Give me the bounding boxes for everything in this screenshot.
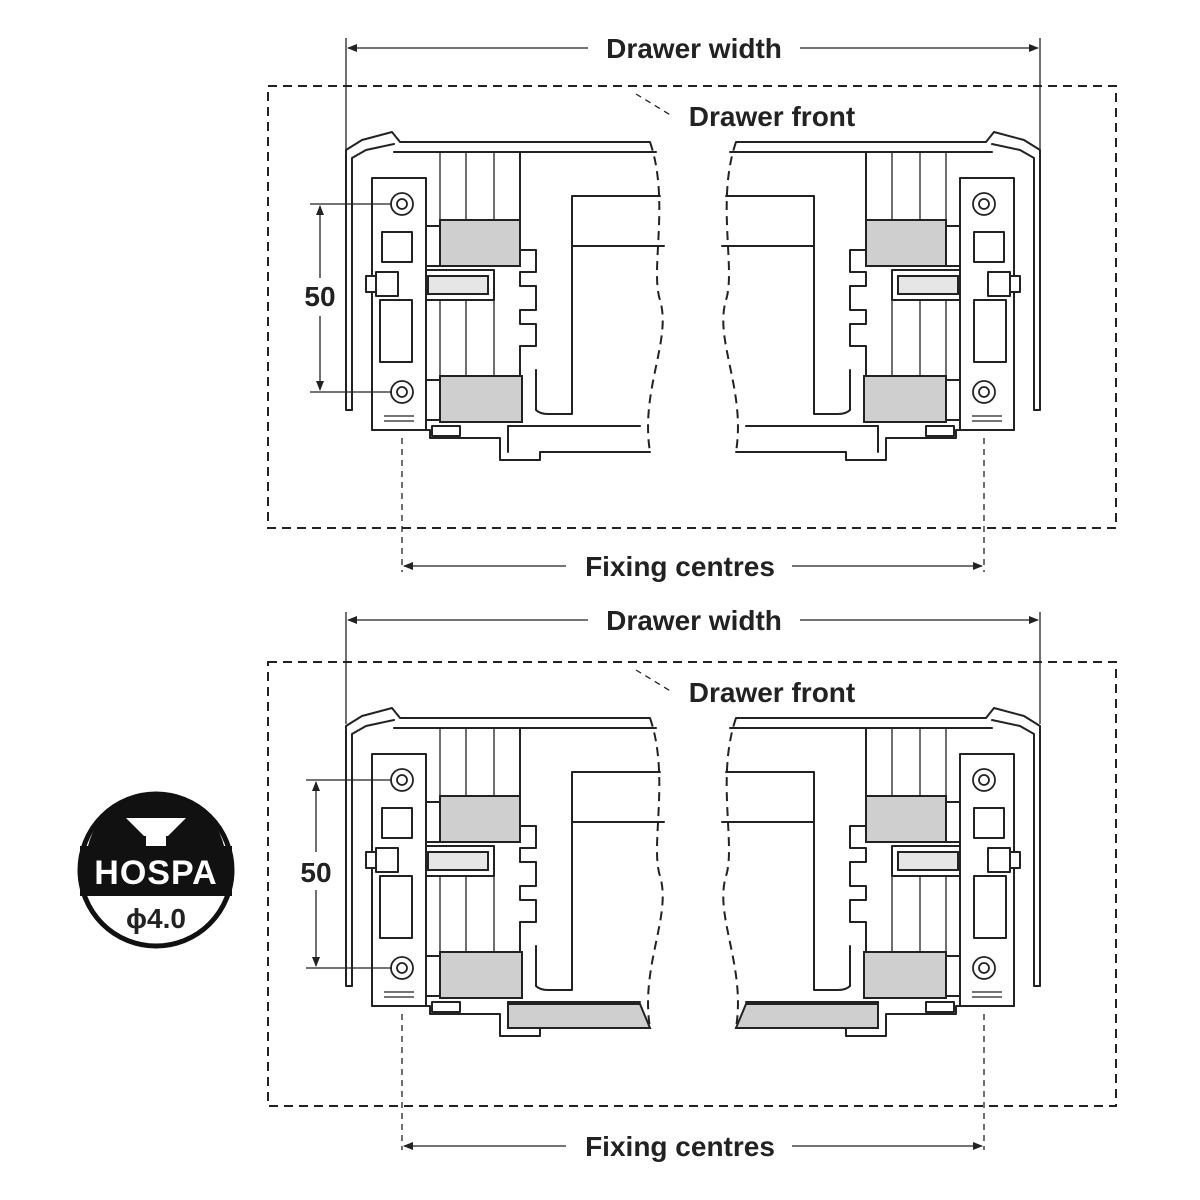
drawer-front-leader (635, 669, 673, 693)
runner-rail-right-shaded (734, 1003, 879, 1029)
diagram-top: Drawer width Drawer front 50 Fixing cent… (267, 33, 1117, 582)
fixing-centres-label: Fixing centres (585, 551, 775, 582)
diagram-bottom: Drawer width Drawer front 50 Fixing cent… (267, 605, 1117, 1162)
hospa-screw-badge: HOSPA ϕ4.0 (77, 791, 235, 949)
fixing-centres-label: Fixing centres (585, 1131, 775, 1162)
runner-assembly-right (721, 707, 1041, 1037)
drawer-width-label: Drawer width (606, 33, 782, 64)
runner-rail-left-shaded (507, 1003, 652, 1029)
runner-assembly-left (345, 131, 665, 461)
drawer-front-label: Drawer front (689, 101, 855, 132)
drawer-front-label: Drawer front (689, 677, 855, 708)
drawer-front-leader (635, 93, 673, 117)
badge-brand: HOSPA (94, 854, 217, 892)
hole-spacing-label: 50 (304, 281, 335, 312)
drawer-front-outline (267, 85, 1117, 529)
badge-size: ϕ4.0 (126, 903, 186, 934)
countersunk-screw-icon (126, 818, 186, 846)
drawer-front-outline (267, 661, 1117, 1107)
drawer-width-label: Drawer width (606, 605, 782, 636)
runner-assembly-right (721, 131, 1041, 461)
hole-spacing-label: 50 (300, 857, 331, 888)
runner-assembly-left (345, 707, 665, 1037)
